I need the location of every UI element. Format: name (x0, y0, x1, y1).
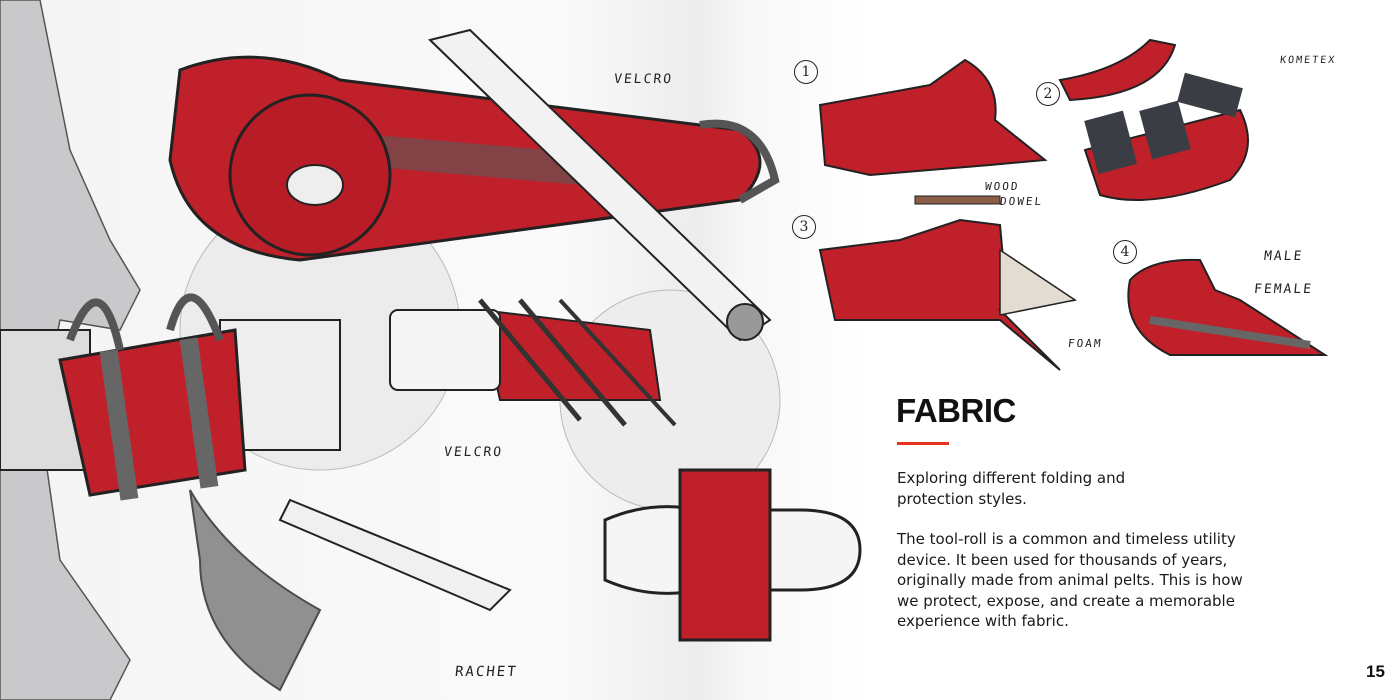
label-velcro-top: VELCRO (613, 72, 674, 87)
label-dowel: DOWEL (999, 195, 1044, 208)
fold-study-3 (818, 218, 1077, 371)
label-velcro-bottom: VELCRO (443, 445, 504, 460)
step-number-3: 3 (792, 215, 816, 239)
title-accent-rule (897, 442, 949, 445)
label-rachet: RACHET (454, 664, 519, 680)
fold-study-2 (1058, 38, 1249, 201)
step-number-4: 4 (1113, 240, 1137, 264)
label-kometex: KOMETEX (1279, 55, 1337, 66)
description-paragraph: The tool-roll is a common and timeless u… (897, 530, 1243, 630)
wrapped-tool-bag (0, 293, 341, 501)
fold-study-1 (818, 58, 1048, 205)
fold-study-4 (1127, 258, 1329, 356)
ratchet-handle (428, 28, 772, 342)
body-text: Exploring different folding and protecti… (897, 468, 1277, 652)
person-figure (0, 0, 141, 700)
label-foam: FOAM (1067, 337, 1104, 350)
page-number: 15 (1366, 662, 1385, 681)
ratchet-cylinder (278, 498, 512, 612)
mesh-wrap (189, 489, 322, 692)
intro-paragraph: Exploring different folding and protecti… (897, 469, 1126, 508)
step-number-2: 2 (1036, 82, 1060, 106)
page-title: FABRIC (896, 392, 1016, 429)
step-number-1: 1 (794, 60, 818, 84)
unrolled-strip (389, 298, 677, 427)
rolled-tool-roll (168, 55, 780, 262)
label-wood: WOOD (984, 180, 1021, 193)
label-male: MALE (1263, 249, 1305, 264)
label-female: FEMALE (1253, 282, 1314, 297)
wrapped-roll-bottom (603, 468, 862, 642)
